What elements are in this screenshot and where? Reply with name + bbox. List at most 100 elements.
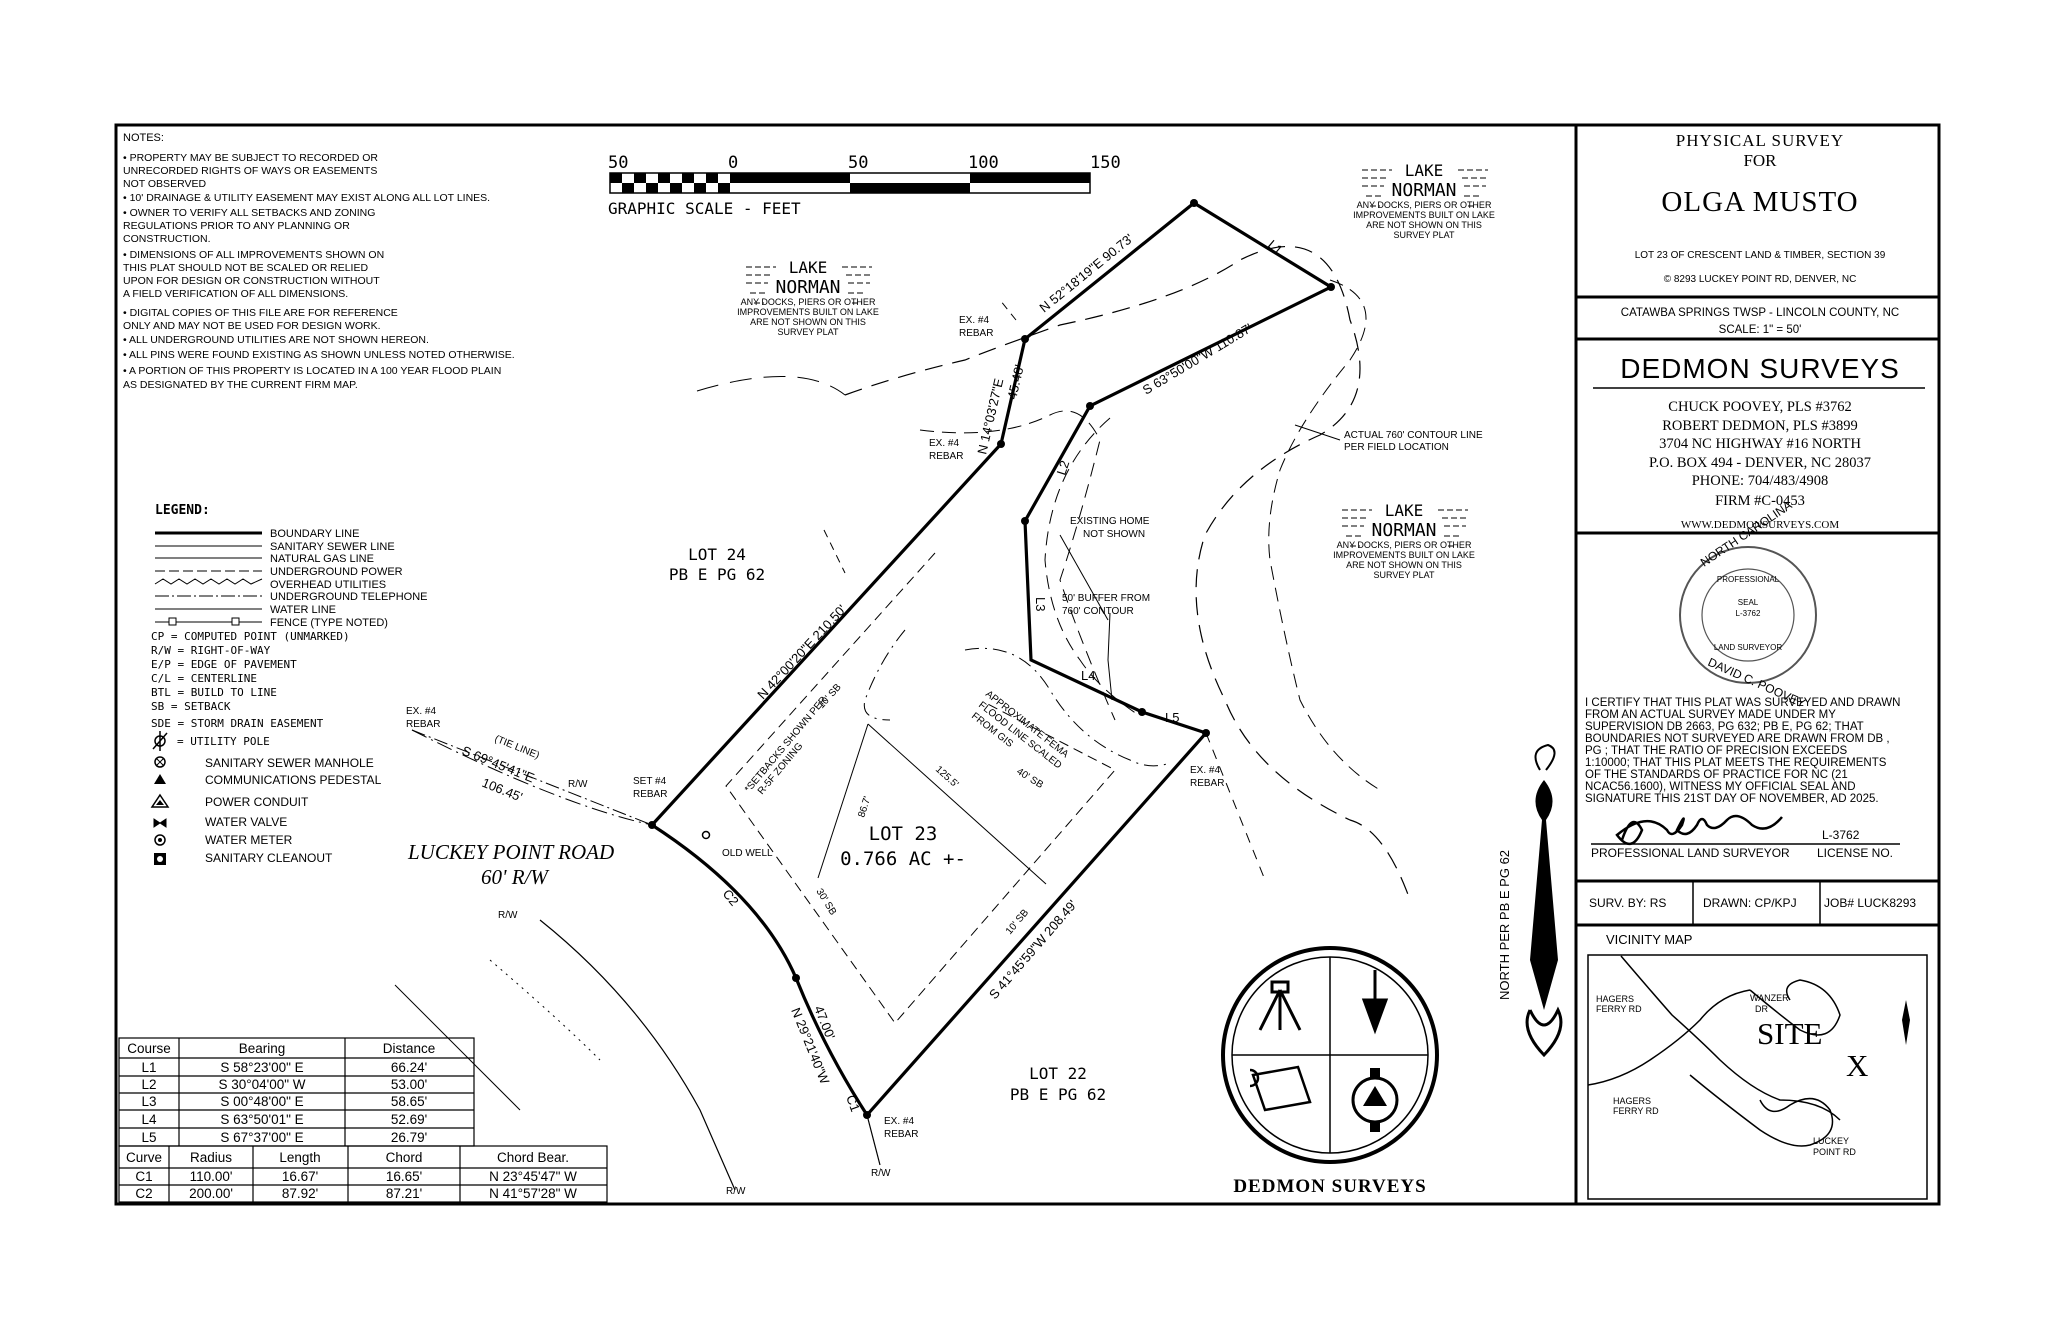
company-logo: DEDMON SURVEYS xyxy=(1221,946,1439,1197)
legend-abbrev: SB = SETBACK xyxy=(151,700,231,713)
road-name: LUCKEY POINT ROAD xyxy=(407,840,614,864)
table-cell: L3 xyxy=(141,1094,156,1109)
table-cell: L2 xyxy=(141,1077,156,1092)
scale-check xyxy=(682,173,694,183)
lot-area: 0.766 AC +- xyxy=(840,848,966,870)
adjacent-lot: PB E PG 62 xyxy=(669,565,765,584)
surveyor-label: PROFESSIONAL LAND SURVEYOR xyxy=(1591,846,1790,860)
lot-description: LOT 23 OF CRESCENT LAND & TIMBER, SECTIO… xyxy=(1635,250,1886,261)
vicinity-road xyxy=(1587,989,1751,1086)
legend-line-label: OVERHEAD UTILITIES xyxy=(270,579,386,591)
setback-label: 30' SB xyxy=(813,887,838,918)
website-link[interactable]: WWW.DEDMONSURVEYS.COM xyxy=(1681,519,1839,531)
dimension-line xyxy=(867,723,1047,885)
tripod-icon xyxy=(1258,980,1302,1031)
dimension-line xyxy=(817,723,869,879)
seal-text: PROFESSIONAL xyxy=(1717,575,1780,584)
rebar-marker xyxy=(1138,708,1146,716)
home-note: EXISTING HOME xyxy=(1070,516,1150,527)
table-cell: 87.92' xyxy=(282,1186,318,1201)
legend-line-label: BOUNDARY LINE xyxy=(270,528,359,540)
note-line: AS DESIGNATED BY THE CURRENT FIRM MAP. xyxy=(123,379,358,391)
table-cell: S 30°04'00" W xyxy=(218,1077,305,1092)
legend-line-label: WATER LINE xyxy=(270,604,336,616)
fema-flood-line xyxy=(964,647,1171,767)
rebar-marker xyxy=(1327,283,1335,291)
certification-line: SIGNATURE THIS 21ST DAY OF NOVEMBER, AD … xyxy=(1585,793,1879,805)
job-number: JOB# LUCK8293 xyxy=(1824,896,1916,910)
scale-check xyxy=(658,173,670,183)
adjacent-lot: LOT 22 xyxy=(1029,1064,1087,1083)
legend-line-label: NATURAL GAS LINE xyxy=(270,553,374,565)
contact-line: 3704 NC HIGHWAY #16 NORTH xyxy=(1659,436,1861,452)
note-line: • A PORTION OF THIS PROPERTY IS LOCATED … xyxy=(123,365,501,377)
home-note: NOT SHOWN xyxy=(1083,529,1145,540)
scale-check xyxy=(610,173,622,183)
table-cell: L4 xyxy=(141,1112,157,1127)
table-cell: L5 xyxy=(141,1130,156,1145)
vicinity-shoreline xyxy=(1749,979,1841,1036)
lake-label-left: LAKE NORMAN ANY DOCKS, PIERS OR OTHERIMP… xyxy=(737,258,879,337)
contour-note: PER FIELD LOCATION xyxy=(1344,442,1449,453)
table-cell: S 63°50'01" E xyxy=(220,1112,303,1127)
course-label: L2 xyxy=(1054,459,1073,477)
rebar-marker xyxy=(648,821,656,829)
scale-segment xyxy=(970,173,1090,183)
plat-text: LOT 23 0.766 AC +- LOT 24 PB E PG 62 LOT… xyxy=(406,231,1483,1197)
rebar-marker xyxy=(1086,402,1094,410)
legend-symbol-label: WATER METER xyxy=(205,833,293,847)
course-label: C2 xyxy=(720,886,742,908)
note-line: • DIGITAL COPIES OF THIS FILE ARE FOR RE… xyxy=(123,307,398,319)
legend-line-label: FENCE (TYPE NOTED) xyxy=(270,617,388,629)
note-line: • OWNER TO VERIFY ALL SETBACKS AND ZONIN… xyxy=(123,207,375,219)
scale-check xyxy=(646,183,658,193)
legend-symbol-label: SANITARY CLEANOUT xyxy=(205,851,333,865)
adjacent-lot-line xyxy=(999,299,1017,321)
legend-symbol-label: WATER VALVE xyxy=(205,815,287,829)
scale-check xyxy=(634,173,646,183)
site-marker: X xyxy=(1846,1048,1868,1083)
legend-heading: LEGEND: xyxy=(155,503,210,518)
contact-line: PHONE: 704/483/4908 xyxy=(1692,473,1829,489)
rebar-label: EX. #4 xyxy=(406,706,436,717)
survey-type: PHYSICAL SURVEY xyxy=(1676,131,1844,150)
note-line: • PROPERTY MAY BE SUBJECT TO RECORDED OR xyxy=(123,152,378,164)
title-block: PHYSICAL SURVEY FOR OLGA MUSTO LOT 23 OF… xyxy=(1576,131,1939,927)
vicinity-frame xyxy=(1587,954,1928,1200)
lake-note: ANY DOCKS, PIERS OR OTHER xyxy=(741,297,876,307)
note-line: • ALL UNDERGROUND UTILITIES ARE NOT SHOW… xyxy=(123,334,429,346)
seal-text: L-3762 xyxy=(1736,609,1761,618)
old-well-label: OLD WELL xyxy=(722,848,773,859)
scale-check xyxy=(670,183,682,193)
surveyed-by: SURV. BY: RS xyxy=(1589,896,1666,910)
township: CATAWBA SPRINGS TWSP - LINCOLN COUNTY, N… xyxy=(1621,307,1899,319)
lake-title: LAKE xyxy=(1385,501,1424,520)
line-call: S 63°50'00"W 110.87' xyxy=(1140,320,1255,397)
rw-label: R/W xyxy=(568,779,588,790)
certification-line: BOUNDARIES NOT SURVEYED ARE DRAWN FROM D… xyxy=(1585,733,1890,745)
drawing-scale: SCALE: 1" = 50' xyxy=(1719,324,1802,336)
graphic-scale: 50 0 50 100 150 GRAPHIC SCALE - FEET xyxy=(608,153,1121,218)
legend-abbrev: E/P = EDGE OF PAVEMENT xyxy=(151,658,297,671)
license-label: LICENSE NO. xyxy=(1817,846,1893,860)
rw-label: R/W xyxy=(498,910,518,921)
road-row-line xyxy=(866,1114,881,1166)
rebar-marker xyxy=(792,974,800,982)
rebar-marker xyxy=(863,1111,871,1119)
legend-abbrev: BTL = BUILD TO LINE xyxy=(151,686,277,699)
table-cell: 58.65' xyxy=(391,1094,427,1109)
curve-table-frame xyxy=(118,1145,608,1203)
contact-line: P.O. BOX 494 - DENVER, NC 28037 xyxy=(1649,455,1871,471)
table-cell: 26.79' xyxy=(391,1130,427,1145)
client-name: OLGA MUSTO xyxy=(1661,186,1858,218)
course-label: C1 xyxy=(843,1093,863,1114)
contour-line xyxy=(919,410,1116,721)
vicinity-label: WANZER xyxy=(1750,993,1789,1003)
rebar-label: SET #4 xyxy=(633,776,667,787)
contour-note: ACTUAL 760' CONTOUR LINE xyxy=(1344,430,1483,441)
scale-check xyxy=(706,173,718,183)
table-cell: N 23°45'47" W xyxy=(489,1169,577,1184)
certification-line: FROM AN ACTUAL SURVEY MADE UNDER MY xyxy=(1585,709,1836,721)
transit-icon xyxy=(1351,1068,1399,1132)
lake-note: ANY DOCKS, PIERS OR OTHER xyxy=(1337,540,1472,550)
